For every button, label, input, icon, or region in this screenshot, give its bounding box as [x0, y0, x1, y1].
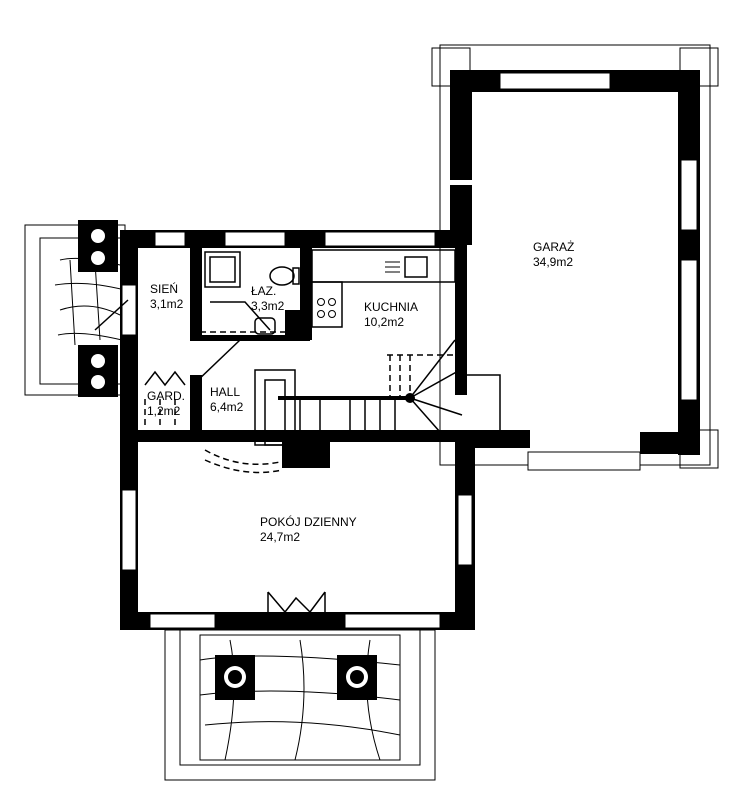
bathroom-fixtures [200, 251, 300, 335]
terrace [164, 629, 436, 781]
staircase [204, 339, 463, 474]
interior-walls [130, 245, 530, 468]
doors [94, 299, 501, 613]
entrance-porch [24, 220, 126, 397]
kitchen-counter [311, 249, 456, 328]
exterior-walls [120, 230, 475, 630]
room-label-bathroom: ŁAZ.3,3m2 [251, 284, 285, 313]
garage-walls [431, 44, 719, 471]
room-label-wardrobe: GARD.1,2m2 [147, 389, 186, 418]
